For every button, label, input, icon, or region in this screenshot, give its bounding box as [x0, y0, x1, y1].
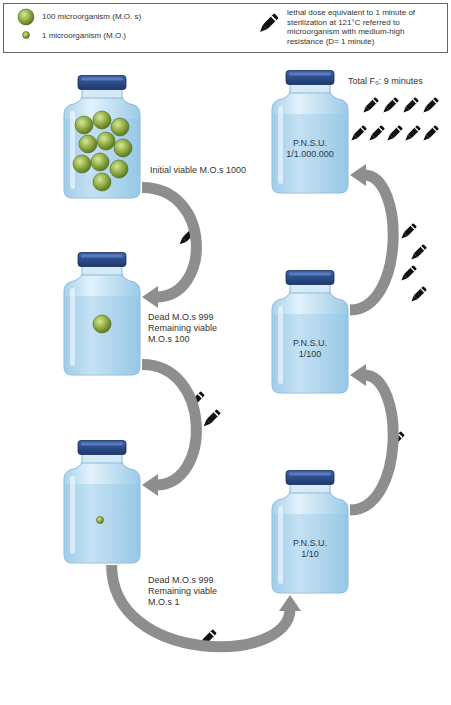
- count-label: Total F₀: 9 minutes: [348, 76, 448, 87]
- vial-outline: [270, 70, 350, 195]
- arrow-head: [350, 164, 366, 186]
- arrow-head: [142, 474, 158, 496]
- legend-microorganism-icon: [23, 32, 30, 39]
- vial-outline: [62, 75, 142, 200]
- count-label: Initial viable M.O.s 1000: [150, 165, 275, 176]
- vial: Total F₀: 9 minutesP.N.S.U. 1/1.000.000: [270, 70, 350, 195]
- vial: Initial viable M.O.s 1000: [62, 75, 142, 200]
- count-label: Remaining viable M.O.s 100: [148, 323, 228, 345]
- vial-outline: [62, 440, 142, 565]
- arrow-shaft: [142, 188, 196, 298]
- legend-text: lethal dose equivalent to 1 minute of st…: [287, 8, 443, 46]
- lethal-dose-icons: [178, 97, 439, 648]
- vial-outline: [270, 470, 350, 595]
- process-arrow: [142, 188, 196, 309]
- vial: Dead M.O.s 999Remaining viable M.O.s 1: [62, 440, 142, 565]
- arrow-shaft: [142, 365, 196, 486]
- text-group: P.N.S.U. 1/100: [285, 338, 335, 360]
- vial-label: P.N.S.U. 1/100: [285, 338, 335, 360]
- count-label: Remaining viable M.O.s 1: [148, 586, 228, 608]
- text-group: Initial viable M.O.s 1000: [150, 165, 275, 176]
- arrow-shaft: [112, 565, 290, 647]
- legend-text: 100 microorganism (M.O. s): [42, 12, 242, 22]
- legend-text: 1 microorganism (M.O.): [42, 31, 242, 41]
- vial-label: P.N.S.U. 1/10: [285, 538, 335, 560]
- legend-microorganism-icon: [18, 9, 34, 25]
- process-arrow: [350, 364, 393, 510]
- text-group: P.N.S.U. 1/1.000.000: [285, 138, 335, 160]
- vial-label: P.N.S.U. 1/1.000.000: [285, 138, 335, 160]
- process-arrow: [142, 365, 196, 497]
- count-label: Dead M.O.s 999: [148, 312, 228, 323]
- vial: Dead M.O.s 999Remaining viable M.O.s 100: [62, 252, 142, 377]
- text-group: Dead M.O.s 999Remaining viable M.O.s 100: [148, 312, 228, 345]
- vial: P.N.S.U. 1/10: [270, 470, 350, 595]
- legend-box: 100 microorganism (M.O. s) 1 microorganis…: [3, 3, 448, 53]
- text-group: Dead M.O.s 999Remaining viable M.O.s 1: [148, 575, 228, 608]
- vial: P.N.S.U. 1/100: [270, 270, 350, 395]
- text-group: P.N.S.U. 1/10: [285, 538, 335, 560]
- count-label: Dead M.O.s 999: [148, 575, 228, 586]
- process-arrow: [350, 164, 393, 310]
- arrow-head: [142, 286, 158, 308]
- arrow-shaft: [350, 375, 393, 510]
- text-group: Total F₀: 9 minutes: [348, 76, 448, 87]
- vial-outline: [62, 252, 142, 377]
- arrow-shaft: [350, 175, 393, 310]
- arrow-head: [350, 364, 366, 386]
- arrow-head: [279, 595, 301, 611]
- vial-outline: [270, 270, 350, 395]
- legend-dose-icon: [258, 13, 279, 34]
